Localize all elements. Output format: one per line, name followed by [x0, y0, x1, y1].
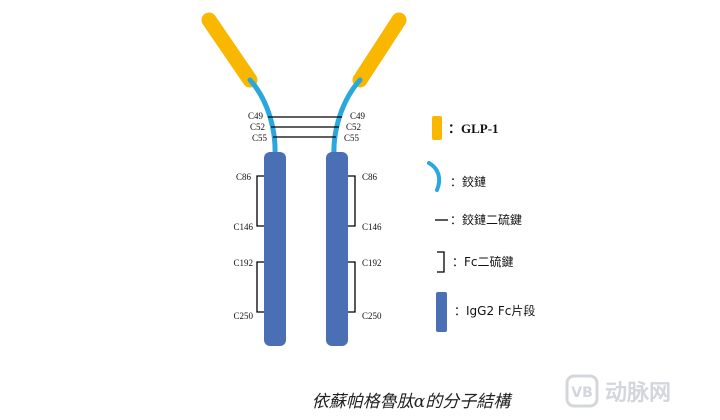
legend-fc-label: ：IgG2 Fc片段 — [454, 303, 535, 318]
fc-left-segment — [264, 152, 286, 346]
hinge-label-left: C49 — [248, 111, 264, 121]
fc-label-left: C250 — [233, 311, 253, 321]
glp1-right-arm — [352, 12, 407, 88]
hinge-label-left: C52 — [250, 122, 265, 132]
watermark-logo-text: VB — [571, 385, 593, 401]
fc-label-left: C86 — [236, 172, 252, 182]
fc-label-left: C192 — [233, 258, 253, 268]
fc-disulfide-bracket-right — [348, 261, 356, 313]
fc-label-right: C86 — [362, 172, 378, 182]
hinge-label-right: C49 — [350, 111, 366, 121]
legend-fc-disulfide-label: ：Fc二硫鍵 — [452, 254, 514, 269]
hinge-right-curve — [331, 77, 363, 158]
hinge-label-right: C55 — [344, 133, 360, 143]
legend-glp1-label: ：GLP-1 — [448, 121, 499, 136]
hinge-label-left: C55 — [252, 133, 268, 143]
fc-disulfide-bracket-left — [256, 175, 264, 227]
hinge-label-right: C52 — [346, 122, 361, 132]
watermark-logo-icon — [565, 374, 599, 408]
watermark-text: 动脉网 — [605, 381, 671, 406]
watermark: VB 动脉网 — [565, 374, 671, 408]
fc-right-segment — [326, 152, 348, 346]
legend: ：GLP-1 ：鉸鏈 ：鉸鏈二硫鍵 ：Fc二硫鍵 ：IgG2 Fc片段 — [427, 116, 535, 332]
fc-disulfide-bracket-right — [348, 175, 356, 227]
glp1-swatch-icon — [432, 116, 442, 140]
legend-hinge-disulfide-label: ：鉸鏈二硫鍵 — [450, 212, 522, 227]
hinge-curve-icon — [427, 161, 442, 192]
fc-label-right: C250 — [362, 311, 382, 321]
fc-label-right: C146 — [362, 222, 382, 232]
legend-hinge-label: ：鉸鏈 — [450, 174, 486, 189]
glp1-left-arm — [201, 12, 258, 88]
hinge-left-curve — [247, 77, 278, 158]
fc-disulfide-bracket-left — [256, 261, 264, 313]
fc-label-left: C146 — [233, 222, 253, 232]
fc-disulfide-bracket-icon — [437, 251, 445, 273]
fc-label-right: C192 — [362, 258, 382, 268]
fc-segment-swatch-icon — [436, 292, 447, 332]
figure-caption: 依蘇帕格魯肽α的分子結構 — [312, 392, 513, 412]
